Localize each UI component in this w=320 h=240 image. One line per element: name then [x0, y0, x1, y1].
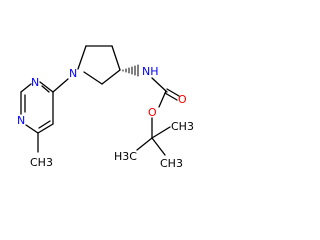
bond-c3-c4 — [111, 45, 121, 71]
stereo-hashed-wedge — [122, 64, 139, 77]
atom-o-ester: O — [148, 106, 157, 119]
label-tbu-methyl-bottom: CH3 — [160, 157, 183, 170]
pyrimidine-ring — [20, 81, 54, 134]
bond-n1-c6 — [39, 81, 54, 93]
label-methyl-ring: CH3 — [30, 156, 53, 169]
molecule-diagram: N N N NH O O CH3 CH3 H3C CH3 — [17, 45, 194, 170]
bond-n-c2 — [77, 45, 87, 70]
bond-c4-c5-inner — [38, 120, 51, 129]
atom-n-pyrimidine-bottom: N — [17, 114, 25, 127]
bond-c2-n1 — [20, 83, 32, 93]
atom-n-pyrrolidine: N — [69, 67, 77, 80]
atom-n-pyrimidine-top: N — [31, 76, 39, 89]
bond-c-o-double-2 — [166, 88, 180, 97]
bond-nh-ccarbonyl — [151, 77, 168, 93]
bond-c6-npyrrolidine — [52, 78, 69, 93]
atom-o-carbonyl: O — [178, 93, 187, 106]
bond-c-o-double-1 — [164, 92, 178, 101]
pyrrolidine-ring — [77, 45, 121, 85]
bond-n3-c4 — [25, 124, 39, 134]
bond-c4-c5 — [37, 123, 54, 134]
bond-c6-n1-inner — [41, 85, 50, 93]
label-methyl-ring-text: CH3 — [30, 156, 53, 169]
structure-canvas: N N N NH O O CH3 CH3 H3C CH3 — [17, 45, 194, 170]
bond-cq-me-bottom — [151, 137, 166, 156]
atom-nh-carbamate: NH — [142, 65, 159, 78]
bond-c5-n — [83, 71, 103, 85]
label-tbu-methyl-left: H3C — [114, 150, 137, 163]
label-tbu-methyl-top: CH3 — [171, 120, 194, 133]
bond-cq-me-top — [151, 126, 171, 139]
bond-cq-me-left — [136, 137, 153, 151]
bond-c4-c5 — [101, 69, 121, 85]
bond-c-oester — [158, 90, 167, 108]
